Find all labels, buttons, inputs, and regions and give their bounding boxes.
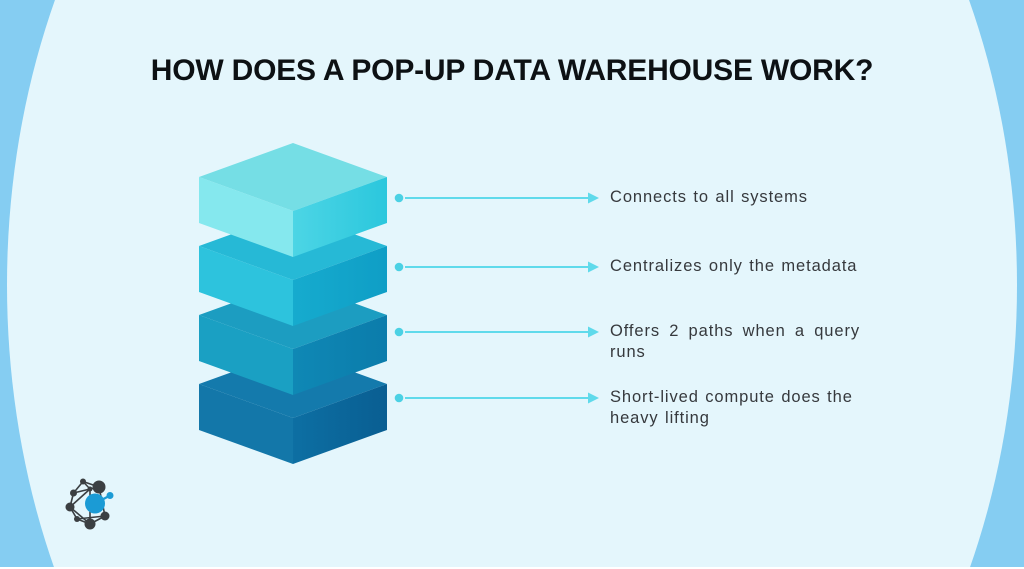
connector-arrow-4 (394, 392, 599, 404)
annotation-short-lived-compute: Short-lived compute does the heavy lifti… (610, 388, 853, 427)
logo-blue-nodes (85, 492, 114, 514)
bottom-edge-strip (0, 567, 1024, 569)
page-title: HOW DOES A POP-UP DATA WAREHOUSE WORK? (150, 54, 874, 87)
connector-arrow-1 (394, 192, 599, 204)
connector-arrow-3 (394, 326, 599, 338)
annotation-centralizes-metadata: Centralizes only the metadata (610, 257, 858, 275)
network-logo-icon (65, 478, 114, 530)
layer-1-box (199, 143, 387, 257)
annotation-connects-systems: Connects to all systems (610, 188, 808, 206)
annotation-query-paths: Offers 2 paths when a query runs (610, 322, 860, 361)
background-rounded-shape (7, 0, 1017, 569)
connector-arrow-2 (394, 261, 599, 273)
logo-nodes (65, 478, 110, 530)
